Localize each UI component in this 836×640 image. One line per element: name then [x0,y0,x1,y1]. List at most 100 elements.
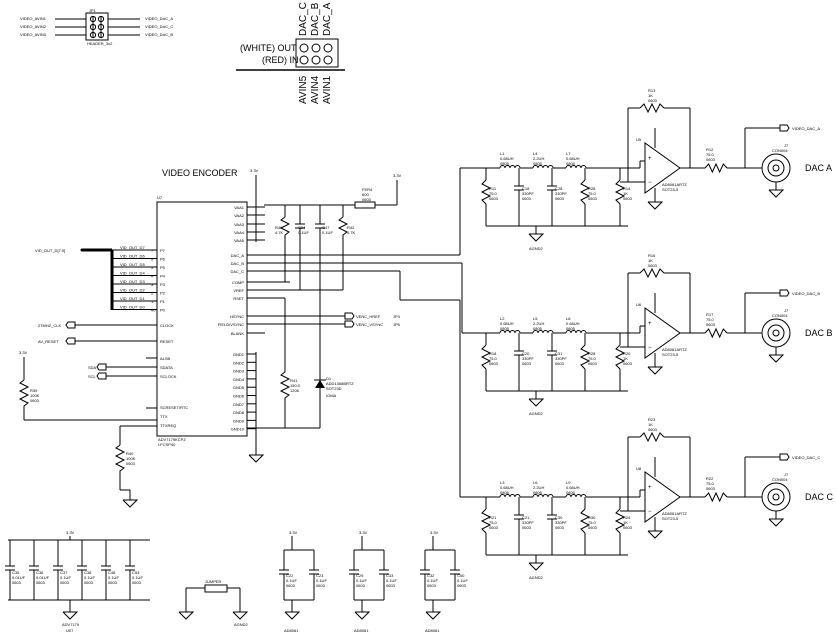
cap-ref: C29 [356,573,364,578]
jumper-body [85,12,109,41]
ground-symbol [62,611,79,620]
bus-net-label: VID_OUT_D3 [120,279,145,284]
component-value: 75.0 [489,191,498,196]
inductor-pkg: 0805 [566,326,576,331]
inductor-value: 0.68UH [500,485,514,490]
net-label: VIDEO_DAC_C [792,455,820,460]
cap-value: 0.1UF [60,575,71,580]
ground-label: AGND2 [529,411,544,416]
rca-connector [761,482,791,512]
cap-value: 0.1UF [286,578,297,583]
inductor-ref: L7 [566,151,571,156]
inductor-symbol [499,494,521,498]
component-pkg: 0603 [623,525,633,530]
cap-value: 0.01UF [36,575,50,580]
dac-channel: L20.68UH0805L52.2UH0805L80.68UH0805R1875… [480,253,833,416]
pin-number: 40 [151,308,156,313]
ferrite-bead [354,201,376,209]
cap-4-val: 4.7K [347,230,356,235]
encoder-gnd-pins: GND1GND2GND3GND4GND5GND6GND7GND8GND9GND1… [231,352,256,432]
cap-value: 0.1UF [457,578,468,583]
component-pkg: 0603 [588,525,598,530]
feedback-value: 1K [648,258,653,263]
pin-name: P6 [160,257,166,262]
encoder-title: VIDEO ENCODER [162,168,238,178]
ground-symbol [232,611,249,620]
pin-name: GND4 [233,377,245,382]
inductor-pkg: 0805 [566,490,576,495]
component-pkg: 0603 [555,361,565,366]
component-pkg: 0603 [623,361,633,366]
inductor-pkg: 0805 [500,490,510,495]
component-ref: C31 [555,351,563,356]
opamp-part: AD8061ARTZ [662,347,687,352]
bp1-gnd: ADV7179 [62,622,80,627]
dac-title: DAC A [805,163,832,173]
component-pkg: 0603 [588,361,598,366]
diode-pkg: SOT23D [326,386,342,391]
cap-value: 0.1UF [84,575,95,580]
pin-name: DAC_B [231,261,245,266]
jumper-resistor [204,584,228,593]
rca-connector [761,153,791,183]
cap-pkg: 0603 [132,580,142,585]
ferrite-pkg: 0603 [362,197,372,202]
connector-part: CON004 [772,313,788,318]
ground-symbol [647,366,664,375]
inductor-value: 0.68UH [566,321,580,326]
series-value: 75.0 [706,481,715,486]
pin-number: 3 [151,282,154,287]
ground-symbol [354,611,371,620]
opamp-minus: − [648,180,652,186]
component-value: 330PF [555,191,567,196]
ground-symbol [284,611,301,620]
ttx-pin-1: SCRESET/RTC [160,405,188,410]
dac-channels: L10.68UH0805L42.2UH0805L70.68UH0805R1175… [480,88,834,580]
dac-title: DAC C [805,492,834,502]
opamp-minus: − [648,345,652,351]
pin-number: 2 [151,291,154,296]
component-ref: C20 [522,351,530,356]
cap-ref: C53 [132,570,140,575]
jumper-ref: JP1 [89,8,97,13]
cap-3-ref: C47 [322,225,330,230]
bypass-small-groups: 3.3VC220.1UF0603C230.1UF0603AD80613.3VC2… [279,530,468,633]
ground-symbol [647,530,664,539]
opamp-pkg: SOT23-5 [662,187,679,192]
connector-part: CON004 [772,477,788,482]
reset-net: AV_RESET [38,339,59,344]
cap-pkg: 0603 [427,583,437,588]
cap-ref: C32 [427,573,435,578]
rset-ref: R41 [290,378,298,383]
component-value: 330PF [522,356,534,361]
cap-ref: C37 [60,570,68,575]
pin-name: DAC_C [230,269,244,274]
connector-ref: J7 [784,308,789,313]
encoder-part: ADV7179KCPZ [158,437,186,442]
component-ref: C18 [522,186,530,191]
bus-net-label: VID_OUT_D0 [120,305,145,310]
opamp-ref: U5 [636,137,642,142]
bus-net-label: VID_OUT_D7 [120,245,145,250]
component-ref: R28 [588,351,596,356]
component-ref: C21 [522,515,530,520]
encoder-package: LFCSP40 [158,442,176,447]
pullup-rail: 3.3V [19,350,28,355]
inductor-pkg: 0805 [500,161,510,166]
inductor-symbol [565,165,587,169]
connector-header: DAC_C DAC_B DAC_A (WHITE) OUT (RED) IN A… [236,2,345,104]
pin-name: VAA5 [234,238,245,243]
component-value: 330PF [555,356,567,361]
inductor-ref: L5 [533,316,538,321]
ground-label: AGND2 [529,246,544,251]
cap-ref: C23 [316,573,324,578]
bp2-gnd: AGND2 [234,622,249,627]
cap-4-ref: R42 [347,225,355,230]
component-pkg: 0603 [522,525,532,530]
resistor-symbol [579,344,591,370]
encoder-right-pins: VAA1VAA2VAA3VAA4VAA5DAC_ADAC_BDAC_CCOMPV… [218,205,265,336]
connector-part: CON004 [772,148,788,153]
resistor-symbol [480,179,492,205]
